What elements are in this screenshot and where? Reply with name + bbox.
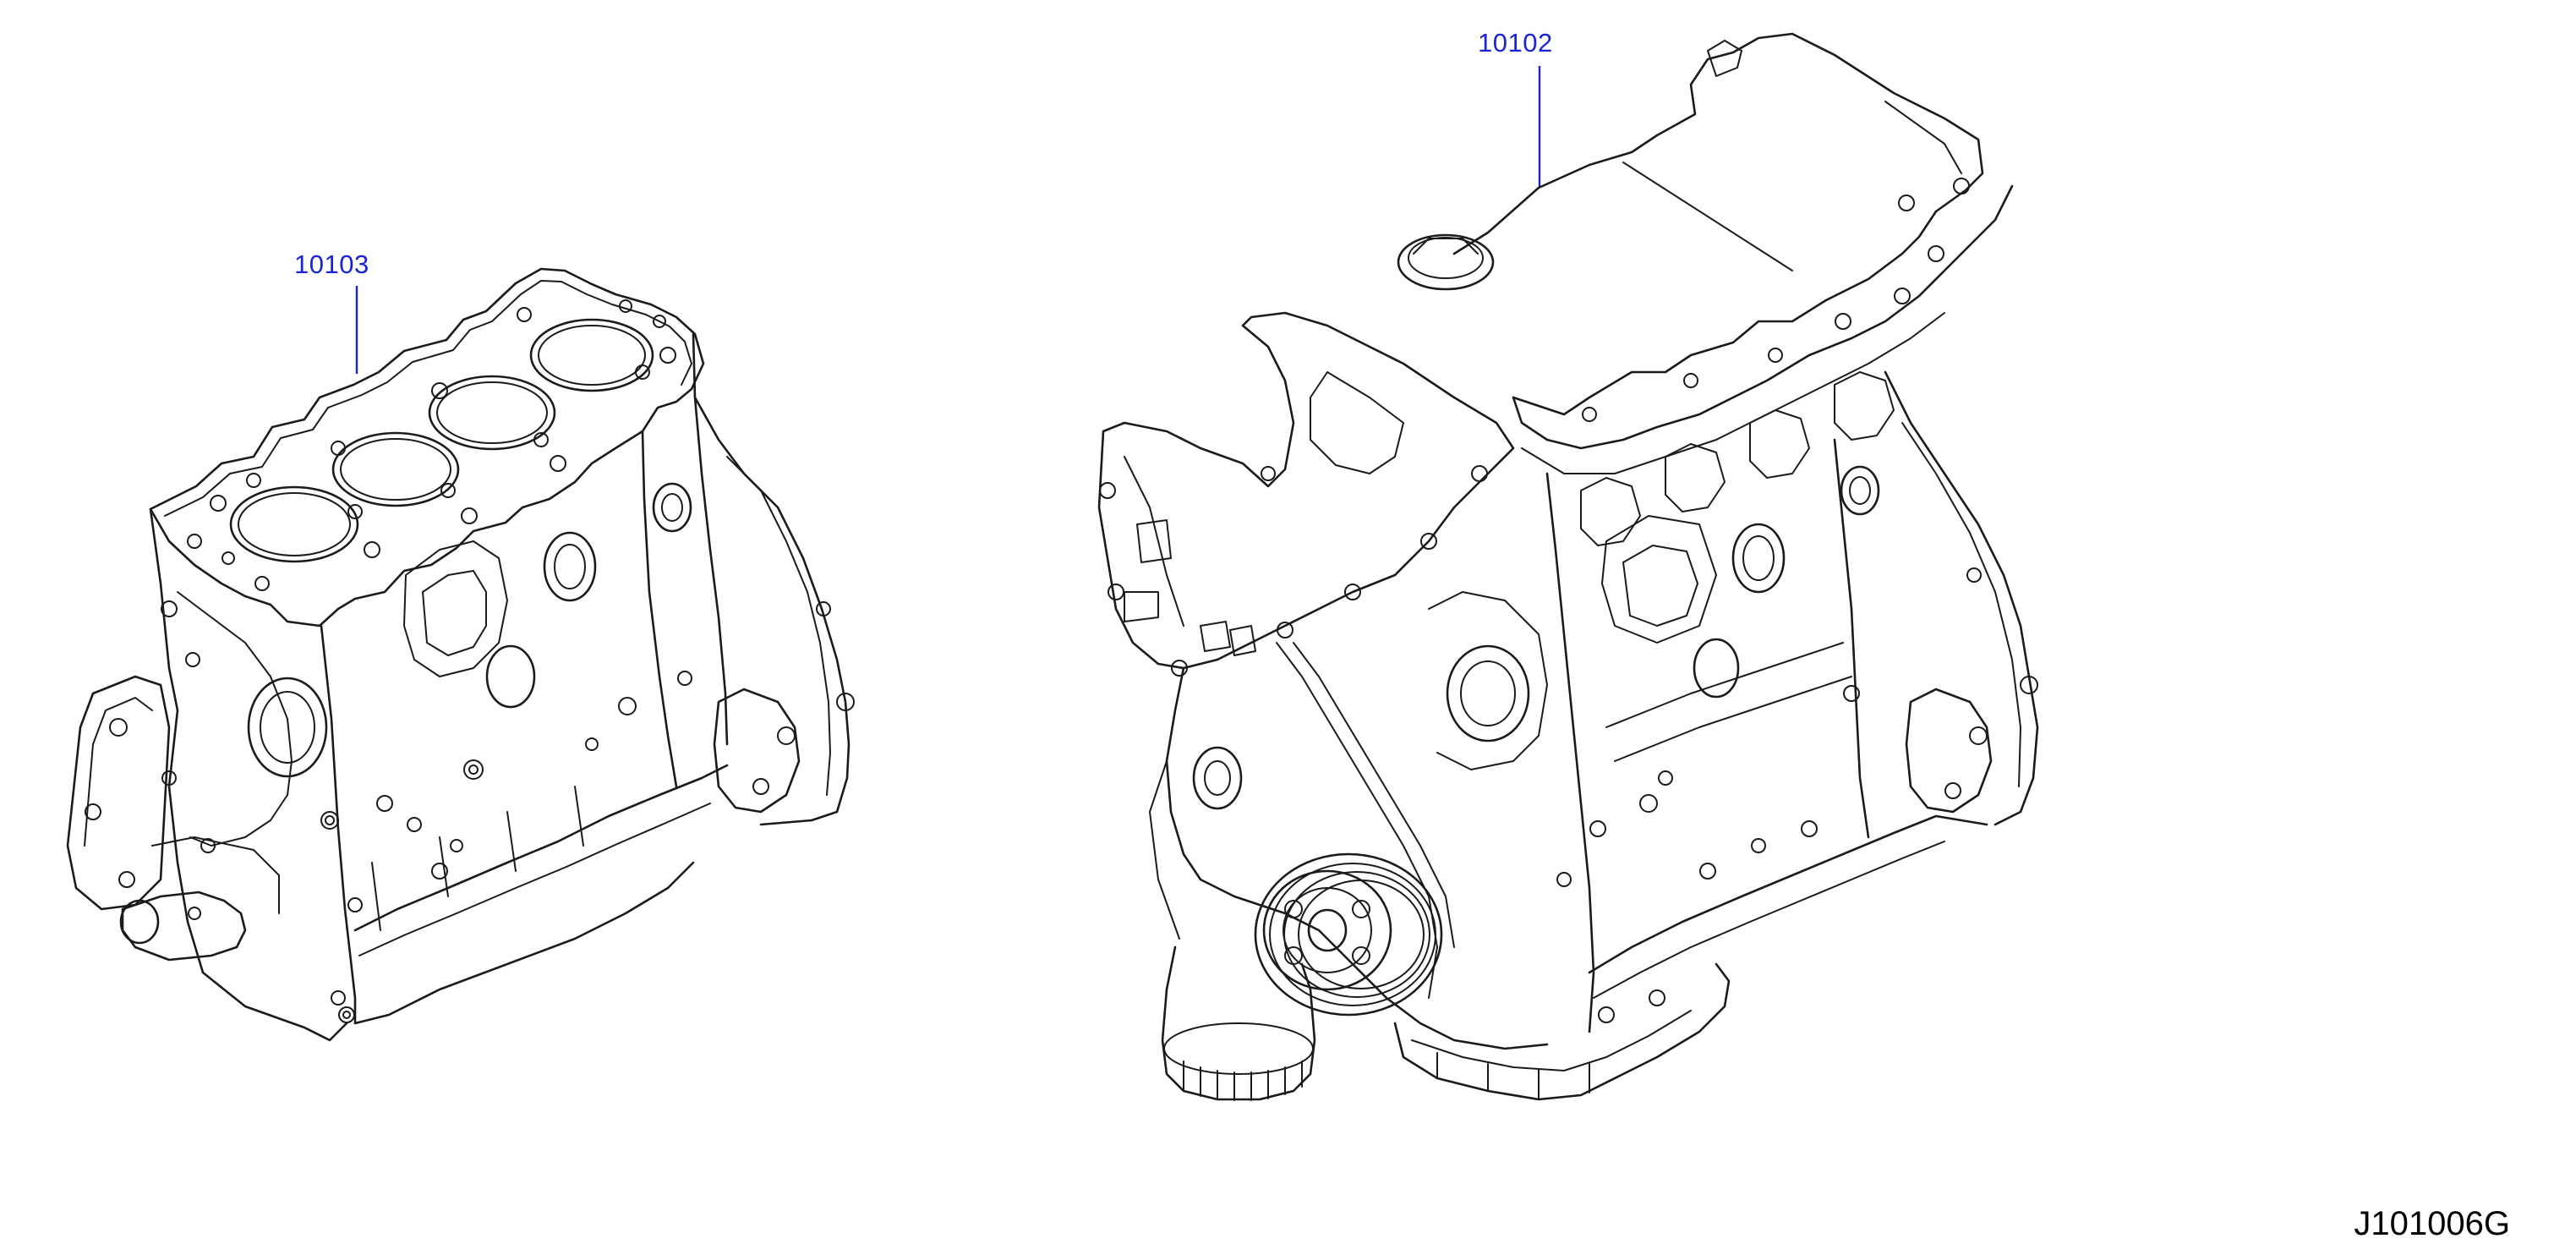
block-front-face (149, 507, 348, 1042)
exhaust-ports (1580, 371, 1895, 546)
block-deck-outline (149, 267, 705, 628)
deck-coolant-ports (187, 299, 676, 591)
fastener-heads (1556, 178, 1970, 1023)
engine-block-side (1545, 472, 1595, 1033)
engine-assembly-illustration[interactable] (1097, 32, 2039, 1101)
valve-cover (1452, 32, 1984, 416)
engine-mount-bracket (713, 688, 801, 814)
timing-chain-cover (1097, 311, 1515, 670)
oil-filter (1161, 945, 1316, 1101)
oil-pan (1393, 962, 1731, 1101)
cylinder-bore-1 (229, 485, 359, 563)
cylinder-head-side (1512, 184, 2014, 450)
engine-mount (1905, 688, 1993, 814)
part-callout-10102[interactable]: 10102 (1478, 28, 1553, 58)
short-block-illustration[interactable] (66, 267, 855, 1042)
oil-pan-rail (353, 764, 729, 932)
block-side-wall (320, 624, 695, 1025)
crankshaft-snout (121, 891, 247, 962)
oil-filler-cap[interactable] (1397, 233, 1495, 291)
block-deck-inner (164, 280, 692, 517)
cylinder-bore-4 (529, 318, 654, 392)
flywheel-housing (1884, 370, 2039, 826)
front-cover-lower (1165, 666, 1549, 1050)
part-callout-10103[interactable]: 10103 (294, 249, 369, 279)
crankshaft-pulley (1254, 852, 1443, 1017)
timing-cover-contour (177, 591, 293, 847)
front-flange (66, 675, 171, 911)
crank-seal-boss (247, 677, 328, 778)
cylinder-bore-2 (331, 431, 460, 507)
cylinder-bore-3 (428, 375, 556, 451)
diagram-reference-code: J101006G (2354, 1205, 2510, 1242)
